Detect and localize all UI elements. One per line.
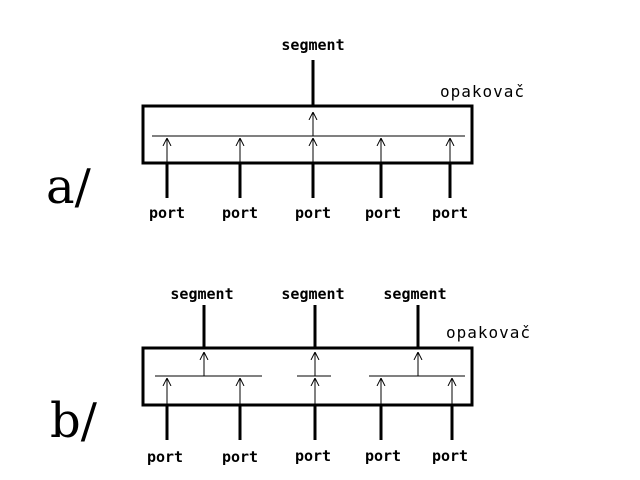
port-label: port [295,204,331,222]
port-label: port [147,448,183,466]
diagram-b-segment-label-2: segment [281,285,344,303]
diagram-b-port-4: port [365,378,401,465]
port-label: port [432,447,468,465]
port-label: port [222,448,258,466]
diagram-b-port-5: port [432,378,468,465]
diagram-a-repeater-box [141,104,474,165]
port-label: port [149,204,185,222]
diagram-a-tag: a/ [46,159,92,215]
port-label: port [222,204,258,222]
port-label: port [432,204,468,222]
diagram-b-port-3: port [295,378,331,465]
diagram-b-repeater-label: opakovač [446,323,531,342]
diagram-a-port-1: port [149,138,185,222]
diagram-a-repeater-label: opakovač [440,82,525,101]
port-label: port [295,447,331,465]
port-label: port [365,447,401,465]
diagram-a-port-4: port [365,138,401,222]
diagram-a-port-3: port [295,138,331,222]
diagram-a-segment-label: segment [281,36,344,54]
diagram-b-tag: b/ [50,393,98,449]
diagram-a: a/ segment opakovač port port port por [46,36,525,222]
diagram-b-port-1: port [147,378,183,466]
diagram-b-segment-label-3: segment [383,285,446,303]
diagram-a-port-2: port [222,138,258,222]
diagram-a-port-5: port [432,138,468,222]
diagram-b-segment-label-1: segment [170,285,233,303]
diagram-b-port-2: port [222,378,258,466]
port-label: port [365,204,401,222]
diagram-b-repeater-box [141,346,474,407]
diagram-b: b/ segment segment segment opakovač port… [50,285,531,466]
